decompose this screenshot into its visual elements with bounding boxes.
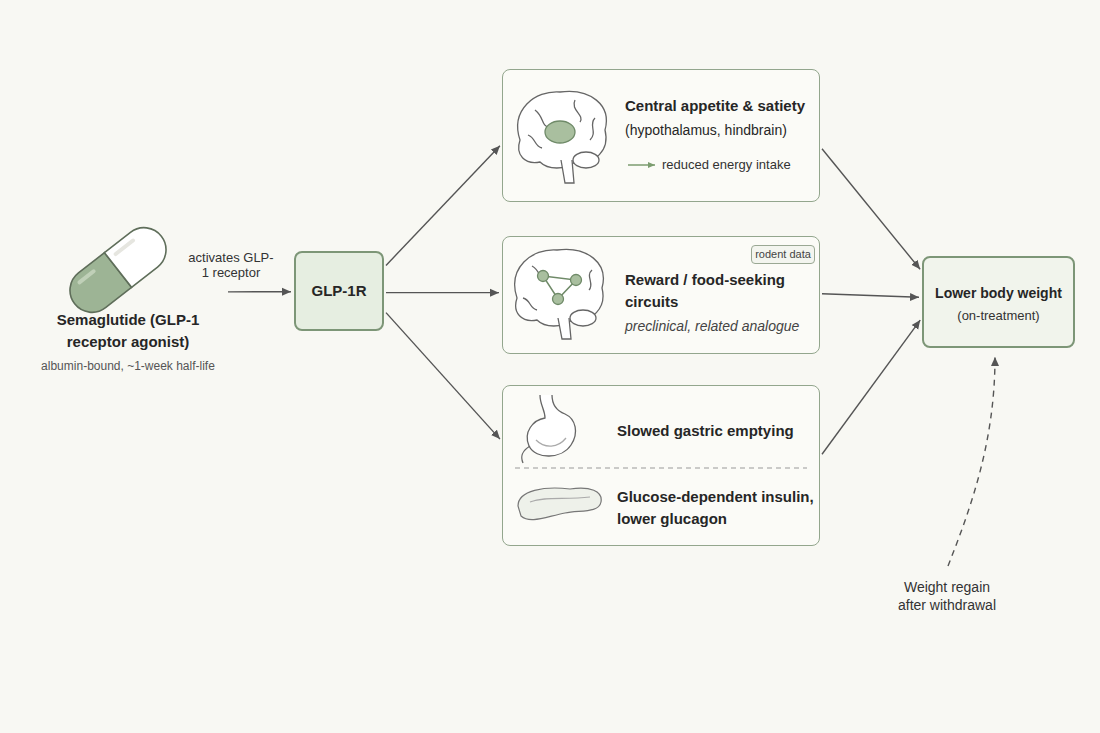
mechanism-box: Reward / food-seeking circuits preclinica… — [502, 236, 820, 354]
mechanism-box: Slowed gastric emptyingGlucose-dependent… — [502, 385, 820, 546]
pill-highlight — [116, 240, 133, 254]
flow-arrow — [822, 294, 919, 297]
node-heading: Semaglutide (GLP-1 receptor agonist) — [30, 309, 226, 353]
flow-arrow — [386, 292, 499, 293]
evidence-badge: rodent data — [751, 245, 815, 264]
node-heading: Lower body weight — [924, 285, 1073, 302]
node-heading: Reward / food-seeking circuits — [625, 269, 815, 313]
pill-half — [61, 253, 131, 322]
node-heading: rodent data — [752, 248, 814, 261]
flow-arrow — [822, 149, 920, 270]
note-label: Weight regain after withdrawal — [893, 578, 1001, 614]
node-heading: Slowed gastric emptying — [617, 422, 794, 440]
pill-highlight — [79, 271, 93, 282]
node-text: reduced energy intake — [662, 157, 791, 173]
receptor-box: GLP-1R — [294, 251, 384, 331]
node-text: preclinical, related analogue — [625, 318, 799, 335]
node-text: (hypothalamus, hindbrain) — [625, 122, 787, 139]
node-heading: GLP-1R — [296, 282, 382, 300]
node-heading: Central appetite & satiety — [625, 97, 805, 115]
node-text: Glucose-dependent insulin, lower glucago… — [617, 486, 832, 530]
outcome-box: Lower body weight (on-treatment) — [922, 256, 1075, 348]
pill-icon — [61, 219, 175, 321]
flow-arrow — [822, 320, 920, 454]
flow-arrow — [386, 313, 500, 440]
node-text: albumin-bound, ~1-week half-life — [30, 359, 226, 373]
regain-arrow — [948, 357, 995, 566]
edge-label: activates GLP-1 receptor — [186, 250, 277, 280]
pill-half — [104, 219, 174, 288]
node-text: (on-treatment) — [924, 308, 1073, 324]
flow-arrow — [386, 146, 500, 266]
flow-arrow — [228, 291, 291, 292]
mechanism-box: Central appetite & satiety (hypothalamus,… — [502, 69, 820, 202]
